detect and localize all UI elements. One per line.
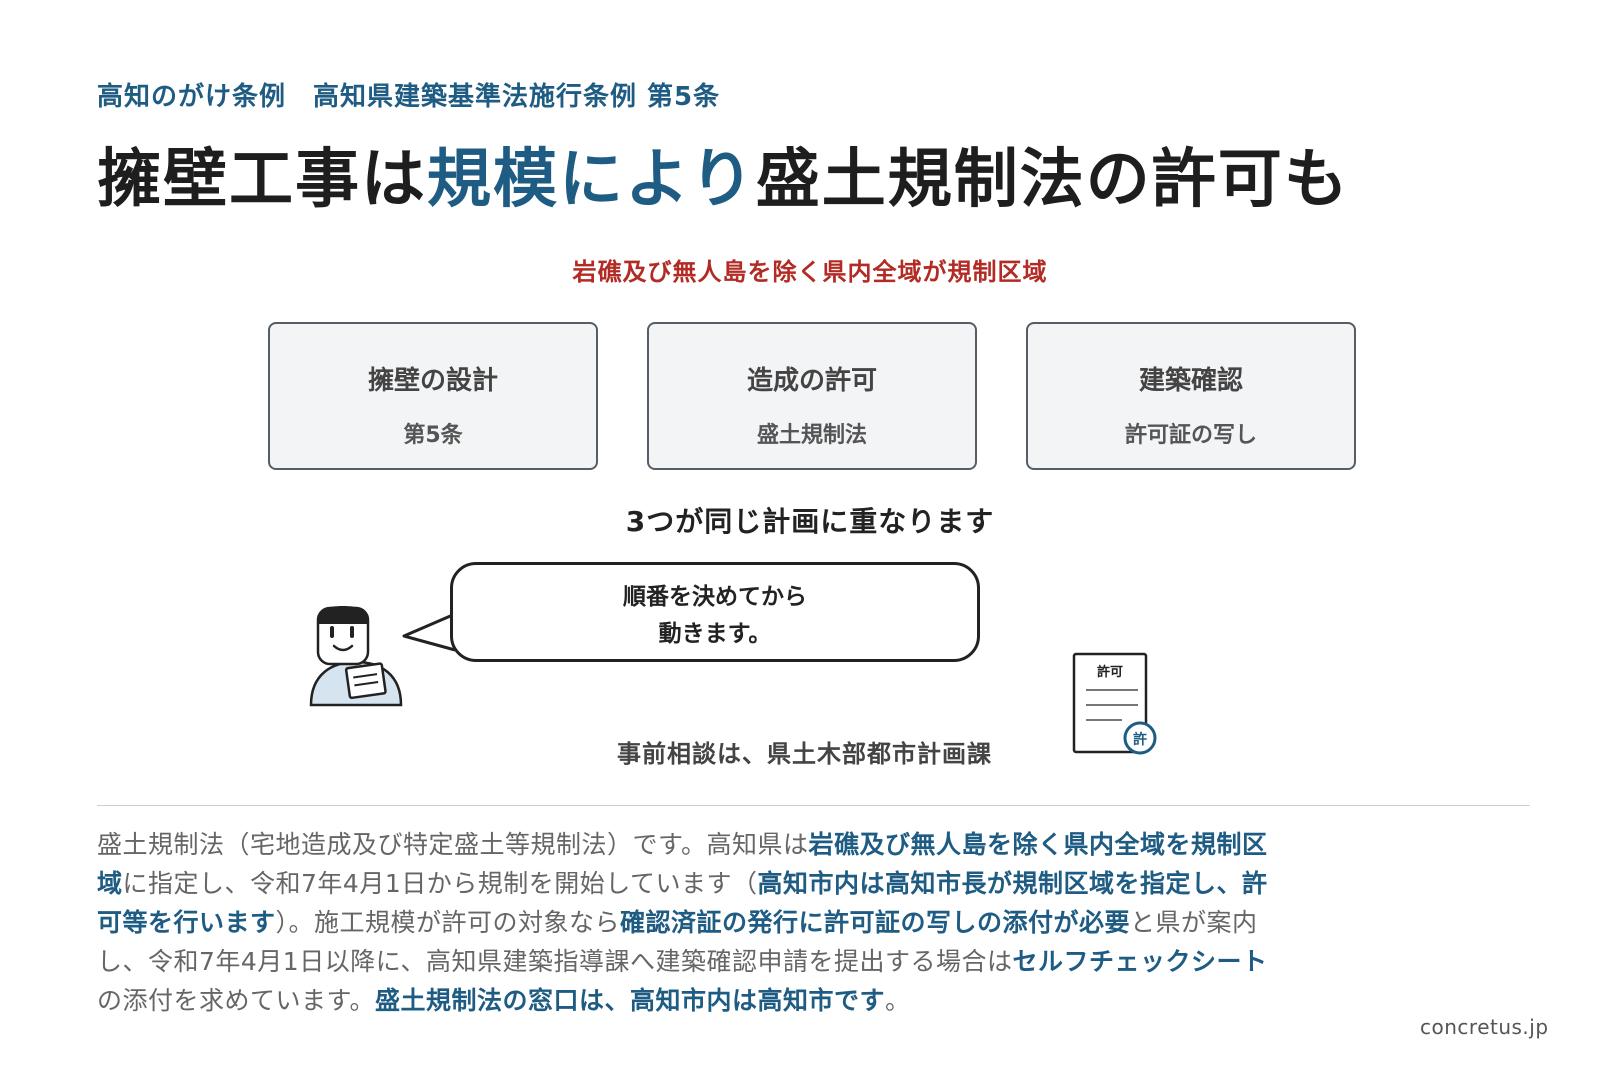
- card-development-permit: 造成の許可 盛土規制法: [647, 322, 977, 470]
- body-emphasis: 岩礁及び無人島を除く県内全域を規制区域: [97, 830, 1268, 898]
- title-part-3: 盛土規制法の許可も: [755, 143, 1350, 217]
- body-text: の添付を求めています。: [97, 986, 376, 1015]
- page-title: 擁壁工事は規模により盛土規制法の許可も: [97, 128, 1350, 220]
- body-emphasis: セルフチェックシート: [1012, 947, 1268, 976]
- overlap-caption: 3つが同じ計画に重なります: [625, 505, 995, 538]
- bubble-line-1: 順番を決めてから: [623, 584, 807, 610]
- bubble-line-2: 動きます。: [658, 621, 772, 647]
- stamp-icon: [1123, 721, 1157, 755]
- title-part-2-highlight: 規模により: [427, 143, 756, 217]
- body-text: 盛土規制法（宅地造成及び特定盛土等規制法）です。高知県は: [97, 830, 809, 859]
- site-credit: concretus.jp: [1420, 1015, 1549, 1039]
- body-text: に指定し、令和7年4月1日から規制を開始しています（: [122, 869, 758, 898]
- card-subtitle: 第5条: [403, 423, 463, 448]
- body-emphasis: 盛土規制法の窓口は、高知市内は高知市です: [375, 986, 886, 1015]
- body-paragraph: 盛土規制法（宅地造成及び特定盛土等規制法）です。高知県は岩礁及び無人島を除く県内…: [97, 825, 1277, 1020]
- body-emphasis: 高知市内は高知市長が規制区域を指定し、許可等を行います: [97, 869, 1268, 937]
- card-title: 擁壁の設計: [367, 366, 498, 396]
- card-subtitle: 盛土規制法: [756, 423, 867, 448]
- body-emphasis: 確認済証の発行に許可証の写しの添付が必要: [620, 908, 1131, 937]
- body-text: 。: [885, 986, 911, 1015]
- body-text: ）。施工規模が許可の対象なら: [275, 908, 621, 937]
- person-icon: [309, 606, 403, 707]
- card-building-confirmation: 建築確認 許可証の写し: [1026, 322, 1356, 470]
- card-title: 建築確認: [1138, 366, 1243, 396]
- speech-bubble: 順番を決めてから 動きます。: [450, 562, 980, 662]
- document-title: 許可: [1097, 664, 1123, 680]
- document-icon: 許可 許: [1072, 652, 1157, 755]
- card-retaining-wall-design: 擁壁の設計 第5条: [268, 322, 598, 470]
- body-text: と県が案内し、令和7年4月1日以降に、高知県建築指導課へ建築確認申請を提出する場…: [97, 908, 1258, 976]
- kicker: 高知のがけ条例 高知県建築基準法施行条例 第5条: [97, 82, 721, 112]
- stamp-text: 許: [1133, 731, 1147, 748]
- card-title: 造成の許可: [746, 366, 877, 396]
- title-part-1: 擁壁工事は: [97, 143, 427, 217]
- speech-bubble-tail: [402, 612, 456, 652]
- region-note: 岩礁及び無人島を除く県内全域が規制区域: [572, 258, 1048, 286]
- card-subtitle: 許可証の写し: [1124, 423, 1257, 448]
- consultation-note: 事前相談は、県土木部都市計画課: [617, 740, 992, 768]
- divider: [97, 805, 1530, 806]
